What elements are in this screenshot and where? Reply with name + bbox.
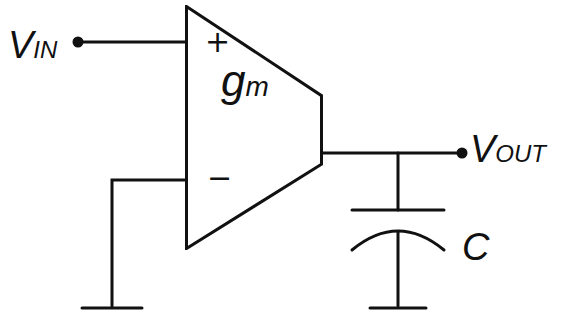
signal-name: VIN xyxy=(8,26,57,64)
terminal-dot xyxy=(74,38,82,46)
ota-symbol: + − gm xyxy=(185,5,323,250)
ground-wire xyxy=(112,180,186,306)
capacitor-wire xyxy=(397,153,400,210)
transconductance-label: gm xyxy=(221,59,269,103)
ground-symbol xyxy=(370,307,426,310)
capacitor-plate xyxy=(352,209,444,212)
capacitor-wire xyxy=(397,232,400,306)
signal-name: VOUT xyxy=(470,130,546,168)
minus-sign: − xyxy=(207,163,232,193)
ground-symbol xyxy=(82,307,142,310)
terminal-dot xyxy=(458,149,466,157)
input-wire xyxy=(80,41,186,44)
plus-sign: + xyxy=(205,27,230,57)
component-name: C xyxy=(462,228,489,266)
output-wire xyxy=(322,152,460,155)
